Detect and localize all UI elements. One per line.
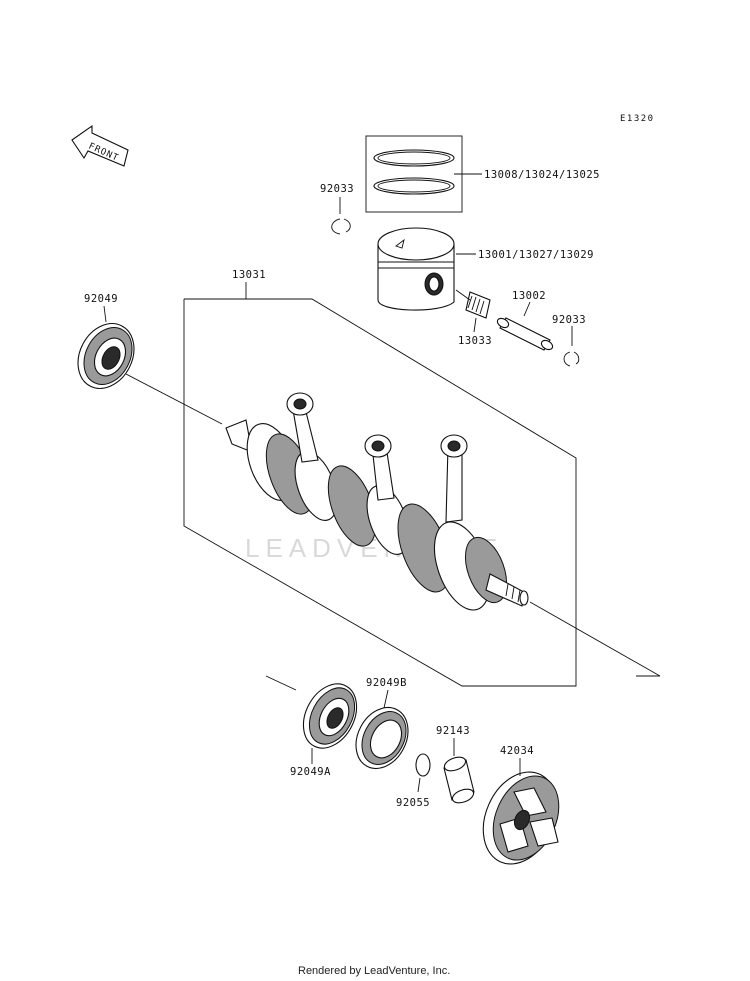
piston-rings-part[interactable] xyxy=(365,135,463,213)
label-piston-rings: 13008/13024/13025 xyxy=(484,169,600,181)
oil-seal-left-part[interactable] xyxy=(67,314,145,398)
needle-bearing-part[interactable] xyxy=(455,289,491,319)
front-arrow-icon: FRONT xyxy=(71,124,129,167)
circlip-right-part[interactable] xyxy=(563,351,580,367)
label-piston-pin: 13002 xyxy=(512,290,546,302)
coupling-part[interactable] xyxy=(469,760,571,875)
crankshaft-part[interactable] xyxy=(225,392,529,617)
label-needle-bearing: 13033 xyxy=(458,335,492,347)
collar-part[interactable] xyxy=(443,755,476,806)
label-collar: 92143 xyxy=(436,725,470,737)
label-oil-seal-bottom: 92049A xyxy=(290,766,331,778)
label-circlip-right: 92033 xyxy=(552,314,586,326)
o-ring-part[interactable] xyxy=(415,753,431,777)
footer-text: Rendered by LeadVenture, Inc. xyxy=(298,965,450,977)
label-bearing: 92049B xyxy=(366,677,407,689)
circlip-left-part[interactable] xyxy=(331,218,351,235)
oil-seal-bottom-part[interactable] xyxy=(293,675,367,758)
label-crankshaft-assembly: 13031 xyxy=(232,269,266,281)
label-oil-seal-left: 92049 xyxy=(84,293,118,305)
piston-part[interactable] xyxy=(377,227,455,311)
crankshaft-assembly-frame xyxy=(183,298,660,691)
diagram-code: E1320 xyxy=(620,114,655,124)
bearing-part[interactable] xyxy=(346,698,418,777)
label-piston: 13001/13027/13029 xyxy=(478,249,594,261)
label-coupling: 42034 xyxy=(500,745,534,757)
label-o-ring: 92055 xyxy=(396,797,430,809)
label-circlip-left: 92033 xyxy=(320,183,354,195)
piston-pin-part[interactable] xyxy=(496,317,554,352)
